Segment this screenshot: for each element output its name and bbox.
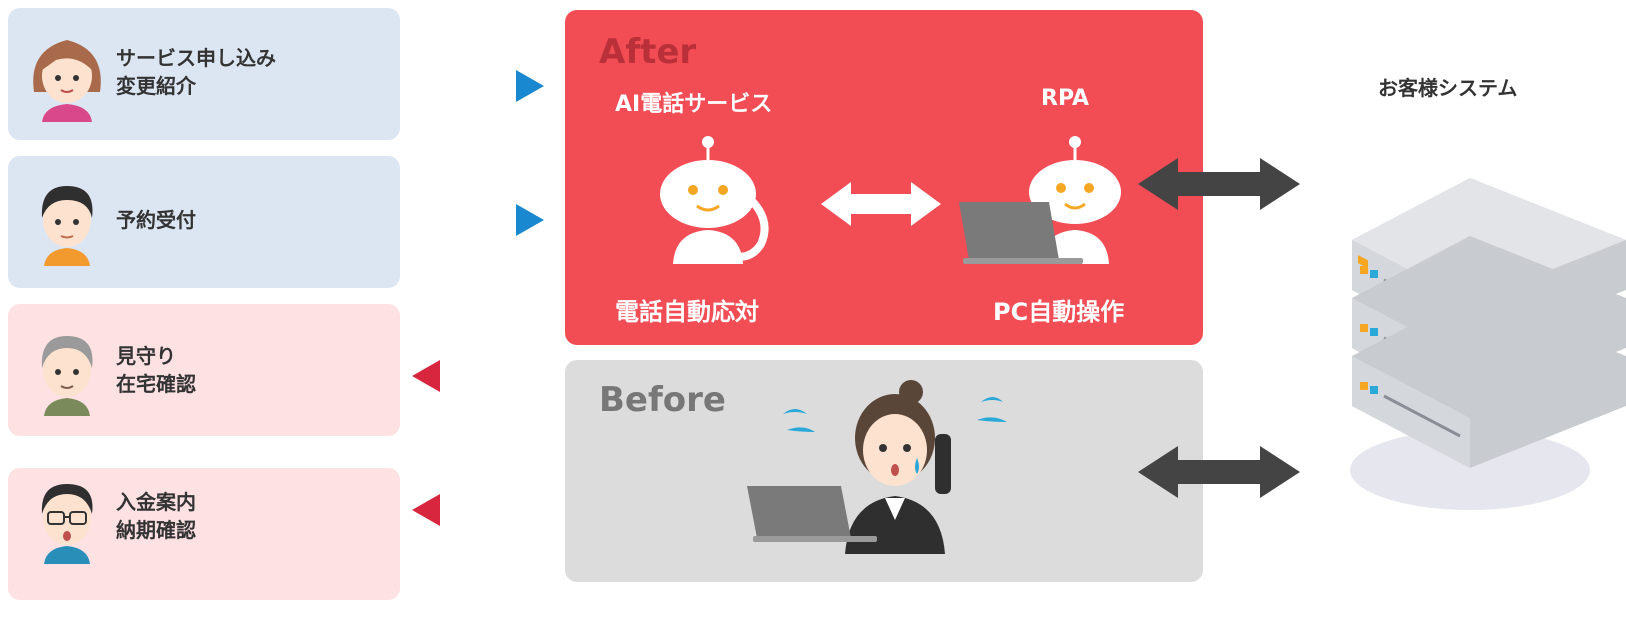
server-stack-icon <box>1350 178 1626 510</box>
blue-triangle-icon <box>516 70 544 102</box>
stressed-operator-icon <box>747 380 1007 554</box>
before-title: Before <box>599 380 726 420</box>
blue-triangle-icon <box>516 204 544 236</box>
card-service-application: サービス申し込み 変更紹介 <box>8 8 400 140</box>
card-label: 見守り 在宅確認 <box>116 344 196 396</box>
card-reservation: 予約受付 <box>8 156 400 288</box>
dark-double-arrow-icon <box>1138 158 1300 210</box>
ai-phone-heading: AI電話サービス <box>615 92 773 117</box>
man-avatar-icon <box>41 186 93 266</box>
before-panel: Before <box>565 360 1203 582</box>
auto-answer-caption: 電話自動応対 <box>615 298 759 326</box>
red-triangle-icon <box>412 494 440 526</box>
after-title: After <box>599 32 697 72</box>
after-panel: After AI電話サービス RPA 電話自動応対 PC自動操作 <box>565 10 1203 345</box>
rpa-heading: RPA <box>1041 86 1090 111</box>
man-glasses-avatar-icon <box>41 484 93 564</box>
card-payment-notice: 入金案内 納期確認 <box>8 468 400 600</box>
dark-double-arrow-icon <box>1138 446 1300 498</box>
woman-avatar-icon <box>33 40 101 122</box>
card-watch-over: 見守り 在宅確認 <box>8 304 400 436</box>
white-double-arrow-icon <box>821 182 941 226</box>
card-label: サービス申し込み 変更紹介 <box>116 46 276 98</box>
robot-laptop-icon <box>959 136 1121 264</box>
customer-system-label: お客様システム <box>1378 76 1518 100</box>
card-label: 予約受付 <box>116 208 196 232</box>
card-label: 入金案内 納期確認 <box>116 490 196 542</box>
red-triangle-icon <box>412 360 440 392</box>
elderly-man-avatar-icon <box>41 336 93 416</box>
auto-pc-caption: PC自動操作 <box>993 298 1125 326</box>
robot-headset-icon <box>660 136 769 264</box>
